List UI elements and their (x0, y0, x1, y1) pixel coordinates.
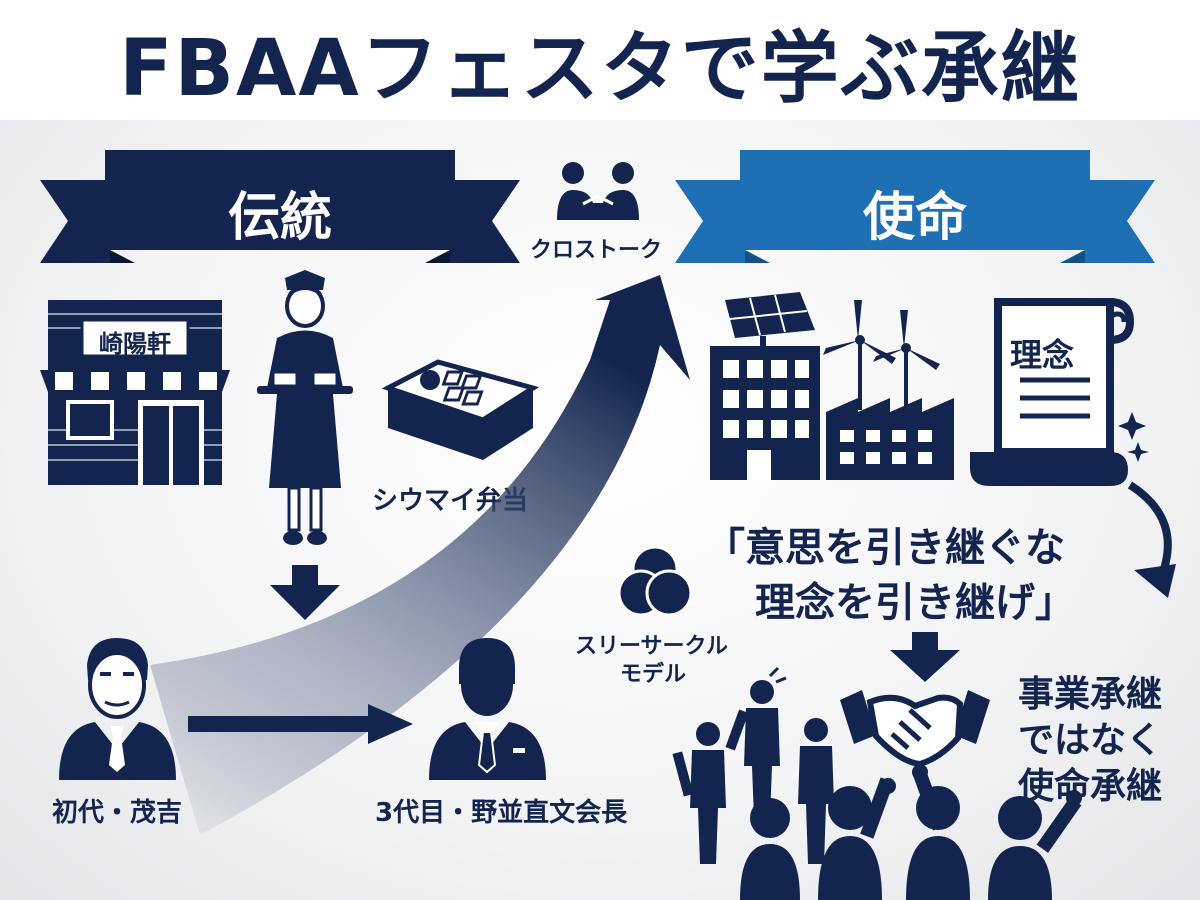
factory-windmill-icon (823, 300, 954, 480)
chairman-portrait-icon (429, 638, 546, 780)
message-line-1: 事業承継 (1017, 674, 1162, 715)
right-arrow-icon (188, 704, 413, 744)
down-arrow-right-icon (890, 632, 960, 682)
crosstalk-icon (557, 162, 639, 220)
founder-portrait-icon (59, 638, 176, 780)
message-line-2: ではなく (1017, 720, 1162, 761)
left-ribbon-banner (40, 150, 520, 263)
three-circle-model-icon (617, 545, 693, 617)
people-group-icon (672, 666, 1082, 900)
quote-line-1: 「意思を引き継ぐな (705, 525, 1065, 571)
crosstalk-label: クロストーク (530, 238, 663, 263)
page-title: FBAAフェスタで学ぶ承継 (119, 24, 1081, 114)
down-arrow-icon (270, 565, 340, 620)
three-circle-label-2: モデル (620, 662, 687, 687)
three-circle-label-1: スリーサークル (575, 634, 728, 659)
scroll-label: 理念 (1010, 336, 1075, 374)
chairman-label: 3代目・野並直文会長 (375, 798, 628, 828)
left-banner-title: 伝統 (227, 188, 332, 248)
shop-sign-text: 崎陽軒 (99, 330, 171, 358)
right-ribbon-banner (675, 150, 1155, 263)
shop-building-icon (40, 300, 230, 485)
bento-box-icon (381, 359, 540, 460)
philosophy-scroll-icon (970, 298, 1149, 486)
founder-label: 初代・茂吉 (52, 798, 183, 828)
solar-building-icon (710, 292, 820, 480)
right-banner-title: 使命 (862, 188, 967, 248)
curved-arrow-icon (1127, 481, 1176, 598)
vendor-woman-icon (257, 270, 353, 545)
message-line-3: 使命承継 (1017, 766, 1162, 807)
quote-line-2: 理念を引き継げ」 (755, 580, 1075, 626)
handshake-icon (840, 690, 990, 768)
